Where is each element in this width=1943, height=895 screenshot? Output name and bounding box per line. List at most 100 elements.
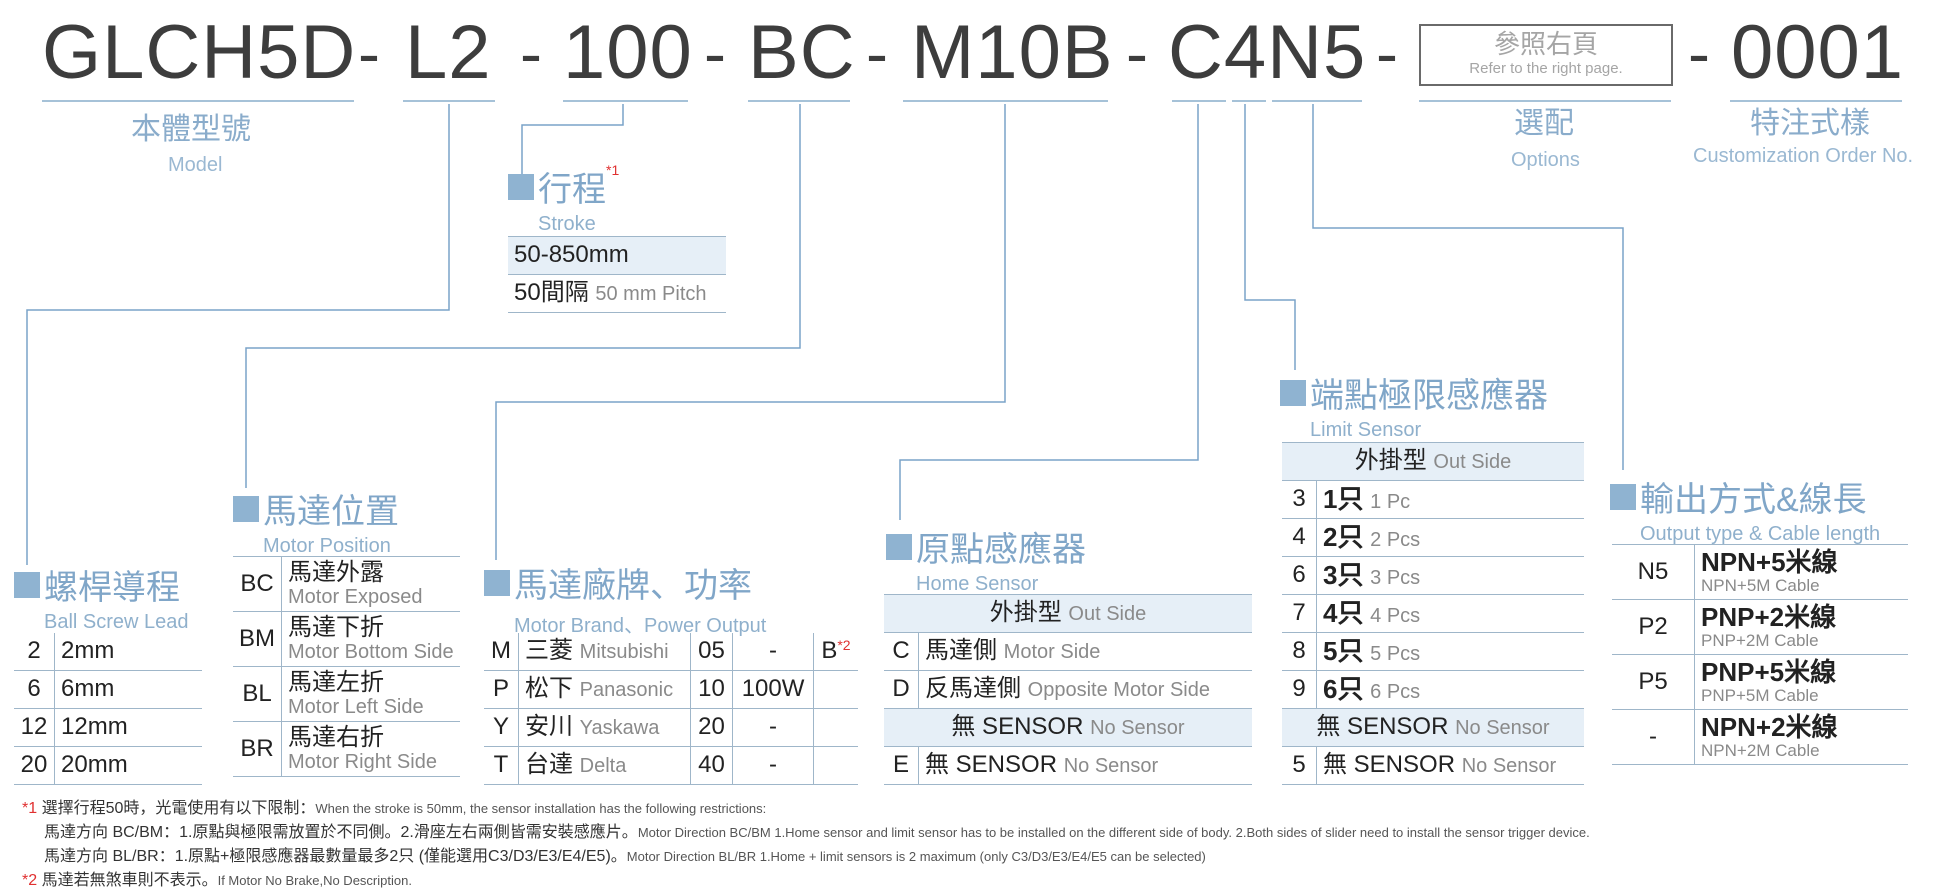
power-code: 05 [690, 633, 734, 671]
code-dash: - [1688, 16, 1710, 90]
home-desc-zh: 無 SENSOR [925, 751, 1058, 779]
stroke-title: 行程 [538, 171, 606, 209]
motor-brand-en: Panasonic [579, 679, 674, 702]
limit-desc-zh: 1只 [1323, 483, 1364, 514]
position-en: Motor Exposed [288, 586, 423, 609]
lead-title-en: Ball Screw Lead [44, 611, 189, 633]
limit-header-zh: 外掛型 [1354, 447, 1427, 475]
underline [403, 100, 495, 102]
limit-none-header: 無 SENSOR No Sensor [1282, 708, 1584, 747]
motor-brand: 台達 Delta [518, 746, 691, 785]
position-en: Motor Left Side [288, 696, 424, 719]
home-desc-en: No Sensor [1063, 755, 1159, 778]
footnote-3-zh: 馬達方向 BL/BR：1.原點+極限感應器最數量最多2只 (僅能選用C3/D3/… [44, 848, 627, 865]
output-code: N5 [1612, 544, 1695, 600]
model-label: 本體型號 [131, 113, 251, 146]
lead-value: 20mm [54, 746, 202, 785]
output-en: PNP+2M Cable [1701, 630, 1819, 650]
options-label-en: Options [1511, 149, 1580, 171]
footnote-1-en: When the stroke is 50mm, the sensor inst… [315, 801, 767, 816]
code-position: BC [748, 10, 856, 95]
output-en: PNP+5M Cable [1701, 685, 1819, 705]
footnote-2-zh: 馬達方向 BC/BM：1.原點與極限需放置於不同側。2.滑座左右兩側皆需安裝感應… [44, 824, 638, 841]
motor-code: T [484, 746, 519, 785]
home-code: D [884, 670, 919, 709]
brake-code: B*2 [813, 633, 858, 671]
output-title: 輸出方式&線長 [1640, 481, 1867, 519]
brake-empty [813, 746, 858, 785]
lead-code: 2 [14, 633, 55, 671]
footnote-1-zh: 選擇行程50時，光電使用有以下限制： [41, 800, 316, 817]
limit-desc: 6只 6 Pcs [1316, 670, 1584, 709]
code-sensor: C4N5 [1168, 10, 1367, 95]
home-desc-en: Opposite Motor Side [1027, 679, 1210, 702]
lead-value: 6mm [54, 670, 202, 709]
position-en: Motor Bottom Side [288, 641, 454, 664]
code-stroke: 100 [563, 10, 693, 95]
home-desc-en: Motor Side [1003, 641, 1101, 664]
options-label: 選配 [1514, 107, 1574, 140]
position-code: BL [233, 666, 282, 722]
limit-desc-zh: 5只 [1323, 635, 1364, 666]
output-title-en: Output type & Cable length [1640, 523, 1881, 545]
motor-brand-en: Mitsubishi [579, 641, 669, 664]
output-zh: PNP+5米線 [1701, 657, 1837, 688]
code-lead: L2 [405, 10, 492, 95]
footnote-4: *2 馬達若無煞車則不表示。If Motor No Brake,No Descr… [22, 866, 412, 890]
underline [1172, 100, 1226, 102]
table-row: 外掛型 Out Side [884, 594, 1252, 633]
table-row: 50間隔 50 mm Pitch [508, 274, 726, 313]
stroke-pitch-zh: 50間隔 [514, 279, 589, 307]
note-mark: *2 [837, 637, 851, 654]
motor-section-title: 馬達廠牌、功率 Motor Brand、Power Output [484, 558, 766, 638]
limit-section-title: 端點極限感應器 Limit Sensor [1280, 368, 1548, 442]
section-marker [233, 495, 259, 522]
limit-desc-en: No Sensor [1461, 755, 1557, 778]
position-title-en: Motor Position [263, 535, 391, 557]
underline [903, 100, 1108, 102]
position-code: BC [233, 556, 282, 612]
position-zh: 馬達左折 [288, 668, 384, 696]
lead-value: 12mm [54, 708, 202, 747]
section-marker [484, 569, 510, 596]
home-header: 外掛型 Out Side [884, 594, 1252, 633]
power-code: 10 [690, 670, 734, 709]
home-header-en: Out Side [1068, 603, 1147, 626]
limit-desc-en: 3 Pcs [1370, 566, 1421, 589]
home-none-zh: 無 SENSOR [951, 713, 1084, 741]
motor-brand-en: Yaskawa [579, 717, 660, 740]
home-none-header: 無 SENSOR No Sensor [884, 708, 1252, 747]
section-marker [1610, 483, 1636, 510]
lead-code: 12 [14, 708, 55, 747]
limit-desc: 3只 3 Pcs [1316, 556, 1584, 595]
power-code: 20 [690, 708, 734, 747]
output-zh: NPN+2米線 [1701, 712, 1838, 743]
options-box-zh: 參照右頁 [1493, 29, 1598, 59]
underline [1419, 100, 1671, 102]
footnote-3-en: Motor Direction BL/BR 1.Home + limit sen… [626, 849, 1206, 864]
home-title-en: Home Sensor [916, 573, 1039, 595]
limit-desc-zh: 無 SENSOR [1323, 751, 1456, 779]
limit-desc-en: 6 Pcs [1370, 680, 1421, 703]
lead-title: 螺桿導程 [44, 569, 180, 607]
position-zh: 馬達右折 [288, 723, 384, 751]
limit-desc-en: 1 Pc [1370, 490, 1411, 513]
